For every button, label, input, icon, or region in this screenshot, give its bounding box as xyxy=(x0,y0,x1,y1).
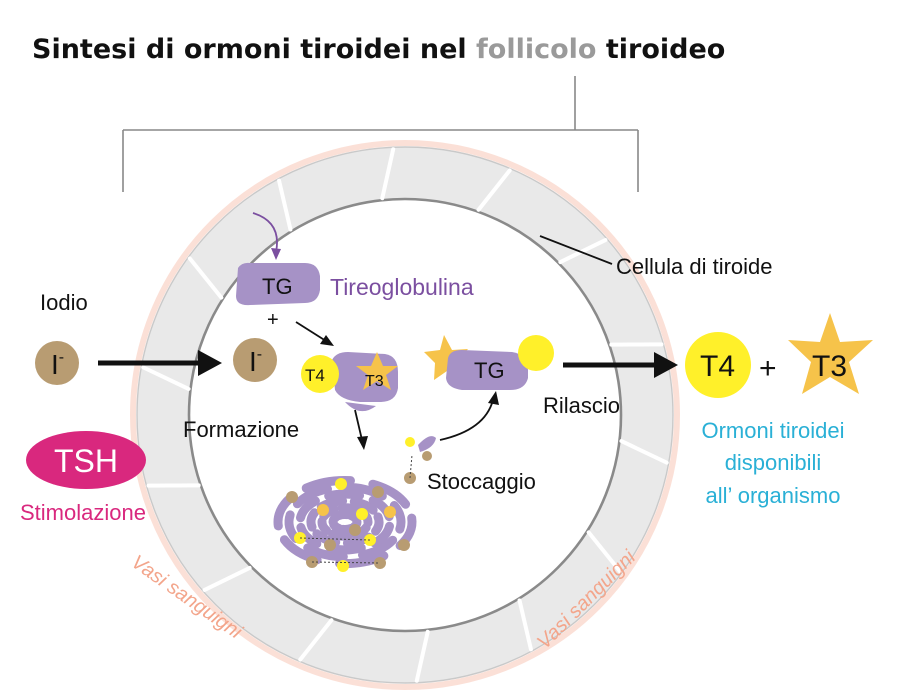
cell-divider xyxy=(298,618,334,662)
t3-hormone-output xyxy=(788,313,873,394)
tsh-hormone xyxy=(26,431,146,489)
colloid-strand xyxy=(370,521,394,548)
iodine-label: Iodio xyxy=(40,290,88,315)
t4-label-output: T4 xyxy=(700,350,735,383)
stored-hormone-dot xyxy=(372,486,384,498)
t4-molecule-formation xyxy=(301,355,339,393)
plus-sign-small: + xyxy=(267,309,279,331)
iodide-symbol-outside: I- xyxy=(51,349,64,380)
stored-colloid xyxy=(273,454,417,572)
formation-label: Formazione xyxy=(183,417,299,442)
release-label: Rilascio xyxy=(543,393,620,418)
thyroid-cell-ring xyxy=(137,147,673,683)
t3-label-formation: T3 xyxy=(365,373,384,390)
cell-divider xyxy=(277,178,293,232)
colloid-strand xyxy=(317,516,332,536)
stored-hormone-dot xyxy=(398,539,410,551)
colloid-linkage xyxy=(299,454,413,564)
cell-divider xyxy=(517,598,533,652)
colloid-strand xyxy=(296,522,322,549)
cell-label: Cellula di tiroide xyxy=(616,254,773,279)
title-highlight: follicolo xyxy=(476,34,596,65)
t4-hormone-output xyxy=(685,332,751,398)
stored-hormone-dot xyxy=(324,539,336,551)
thyroglobulin-label: Tireoglobulina xyxy=(330,274,474,300)
colloid-strand xyxy=(346,511,361,524)
colloid-strand xyxy=(306,508,319,532)
tg-entry-arrow xyxy=(252,212,281,260)
diagram-title: Sintesi di ormoni tiroidei nel follicolo… xyxy=(32,34,725,65)
colloid-strand xyxy=(389,501,406,534)
colloid-strand xyxy=(325,543,366,555)
cell-divider xyxy=(558,238,608,265)
stored-hormone-dot xyxy=(317,504,329,516)
cell-label-pointer xyxy=(539,235,613,265)
colloid-strand xyxy=(349,497,378,515)
cell-ring-outer-edge xyxy=(136,146,674,684)
stored-hormone-dot xyxy=(364,534,376,546)
cell-divider xyxy=(141,365,191,391)
colloid-strand xyxy=(327,529,353,541)
cell-divider xyxy=(202,565,252,592)
colloid-strand xyxy=(303,543,348,562)
colloid-strand xyxy=(324,489,365,501)
released-fragment xyxy=(405,436,436,461)
release-complex: TG xyxy=(424,335,554,390)
follicle-bracket xyxy=(122,76,639,192)
storage-label: Stoccaggio xyxy=(427,469,536,494)
iodide-ion-outside: I- xyxy=(35,341,79,385)
blood-vessel-ring xyxy=(130,140,680,690)
stored-hormone-dot xyxy=(356,508,368,520)
t4-molecule-release xyxy=(518,335,554,371)
arrow-to-storage xyxy=(354,409,368,450)
thyroglobulin-protein: TG xyxy=(236,262,320,306)
title-part-2: tiroideo xyxy=(596,34,725,65)
t3-molecule-formation xyxy=(356,352,398,390)
colloid-strand xyxy=(358,535,398,560)
cell-dividers xyxy=(141,147,669,683)
stored-hormone-dot xyxy=(286,491,298,503)
stored-hormone-dot xyxy=(384,506,396,518)
cell-divider xyxy=(586,530,623,574)
colloid-strand xyxy=(296,496,320,523)
stored-hormone-dot xyxy=(337,560,349,572)
hormones-available-line-3: all’ organismo xyxy=(706,483,841,508)
stimulation-label: Stimolazione xyxy=(20,500,146,525)
colloid-strand xyxy=(337,503,363,515)
hormones-available-line-2: disponibili xyxy=(725,450,822,475)
colloid-strand xyxy=(301,475,355,493)
colloid-strand xyxy=(292,484,332,509)
formation-complex: T4 T3 xyxy=(301,352,398,412)
colloid-strand xyxy=(334,510,352,521)
tsh-label: TSH xyxy=(54,443,118,479)
iodide-ion-inside: I- xyxy=(233,338,277,382)
cell-divider xyxy=(619,439,669,465)
iodide-symbol-inside: I- xyxy=(249,346,262,377)
arrow-to-formation xyxy=(295,321,334,346)
hormone-release-arrow xyxy=(563,352,678,378)
tg-label-top: TG xyxy=(262,274,293,299)
t3-label-output: T3 xyxy=(812,350,847,383)
cell-divider xyxy=(414,629,430,683)
title-part-1: Sintesi di ormoni tiroidei nel xyxy=(32,34,476,65)
colloid-strand xyxy=(368,479,411,509)
colloid-strand xyxy=(371,512,384,536)
hormones-available-line-1: Ormoni tiroidei xyxy=(701,418,844,443)
cell-divider xyxy=(187,256,224,300)
stored-hormone-dot xyxy=(349,524,361,536)
t4-label-formation: T4 xyxy=(305,366,325,385)
stored-hormone-dot xyxy=(335,478,347,490)
plus-sign-big: + xyxy=(759,352,777,385)
cell-divider xyxy=(380,147,396,201)
tg-label-release: TG xyxy=(474,358,505,383)
cell-divider xyxy=(476,168,512,212)
iodine-uptake-arrow xyxy=(98,350,222,376)
arrow-to-release xyxy=(439,391,499,441)
follicle-lumen xyxy=(187,197,623,633)
